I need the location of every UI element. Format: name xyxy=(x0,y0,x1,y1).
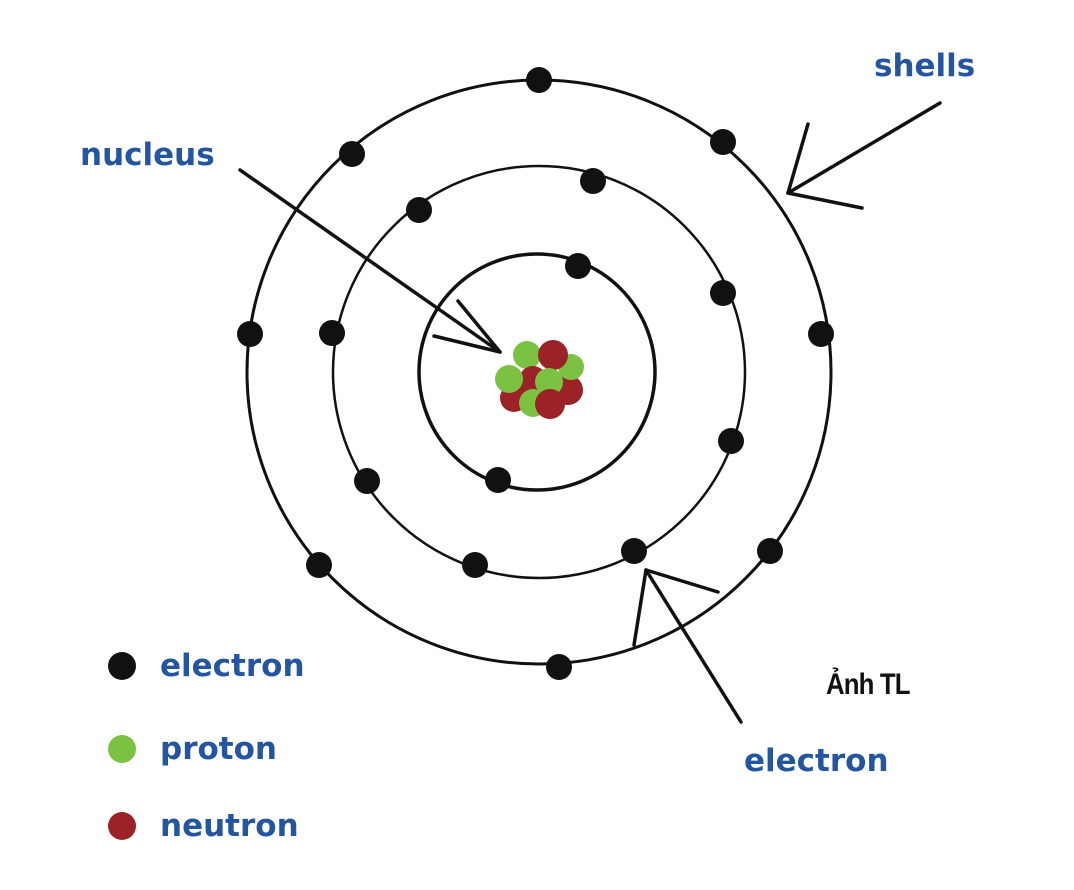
legend-item-electron: electron xyxy=(108,648,305,684)
electron-dot xyxy=(485,467,511,493)
neutron-legend-dot xyxy=(108,812,136,840)
neutron-particle xyxy=(535,389,565,419)
electron-dot xyxy=(565,253,591,279)
shells-label: shells xyxy=(874,48,976,84)
electron-dot xyxy=(808,321,834,347)
electron-dot xyxy=(354,468,380,494)
legend-item-proton: proton xyxy=(108,731,277,767)
electron-dot xyxy=(406,197,432,223)
proton-legend-dot xyxy=(108,735,136,763)
electron-dot xyxy=(621,538,647,564)
image-credit: Ảnh TL xyxy=(826,668,911,701)
electron-pointer-label: electron xyxy=(744,743,889,779)
proton-particle xyxy=(535,368,563,396)
outer-shell-electrons xyxy=(237,67,834,680)
middle-shell xyxy=(331,164,747,580)
nucleus xyxy=(495,340,584,419)
legend-label: neutron xyxy=(160,807,299,844)
legend-item-neutron: neutron xyxy=(108,808,299,844)
electron-dot xyxy=(526,67,552,93)
electron-dot xyxy=(710,129,736,155)
electron-dot xyxy=(546,654,572,680)
proton-particle xyxy=(513,341,541,369)
legend-label: proton xyxy=(160,730,277,767)
electron-dot xyxy=(237,321,263,347)
middle-shell-electrons xyxy=(319,168,744,578)
electron-dot xyxy=(757,538,783,564)
electron-dot xyxy=(462,552,488,578)
electron-dot xyxy=(718,428,744,454)
electron-dot xyxy=(306,552,332,578)
electron-dot xyxy=(319,320,345,346)
nucleus-label: nucleus xyxy=(80,137,215,173)
shells-arrow xyxy=(786,101,942,210)
electron-arrow xyxy=(632,568,743,724)
inner-shell xyxy=(417,252,657,492)
proton-particle xyxy=(495,365,523,393)
electron-dot xyxy=(580,168,606,194)
neutron-particle xyxy=(538,340,568,370)
inner-shell-electrons xyxy=(485,253,591,493)
electron-legend-dot xyxy=(108,652,136,680)
nucleus-arrow xyxy=(238,168,502,354)
electron-dot xyxy=(710,280,736,306)
legend-label: electron xyxy=(160,647,305,684)
electron-dot xyxy=(339,141,365,167)
